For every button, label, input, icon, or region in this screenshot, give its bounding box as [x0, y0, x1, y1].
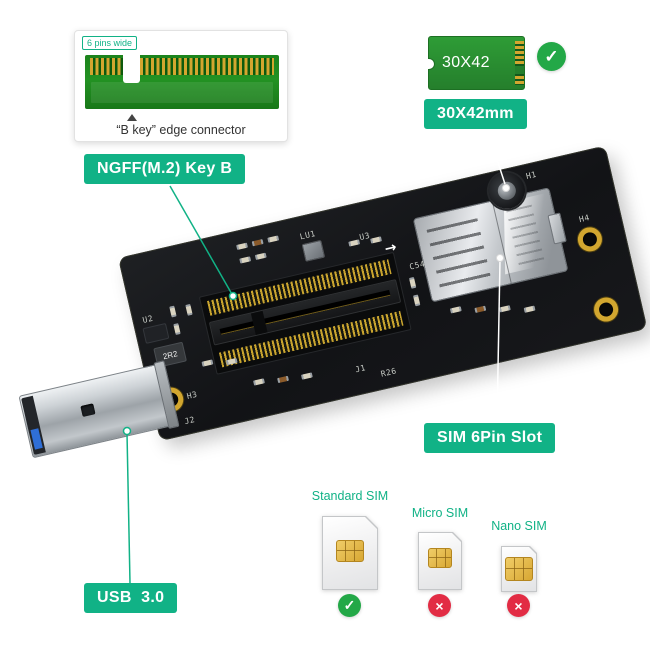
silk-label-lu1: LU1: [298, 229, 317, 242]
sim-contact-slots: [426, 218, 491, 289]
smd-component: [251, 239, 264, 247]
smd-component: [185, 303, 193, 316]
sim-slot-badge: SIM 6Pin Slot: [424, 423, 556, 453]
smd-component: [254, 252, 267, 261]
sim-insert-arrow: →: [383, 239, 399, 258]
smd-component: [408, 276, 417, 289]
usb-badge: USB 3.0: [84, 583, 178, 613]
edge-pins-left-group: [90, 58, 123, 75]
silk-label-h1: H1: [525, 169, 538, 181]
nano-sim-cross-icon: ×: [507, 594, 530, 617]
silk-label-h4: H4: [578, 212, 591, 225]
silk-label-j1: J1: [354, 363, 367, 375]
adapter-board-pcb: U3 H1 H4 H3 J1 J2 U2 C54 R26 LU1 → 2R2: [18, 145, 648, 459]
silk-label-u3: U3: [358, 230, 371, 243]
nano-sim-label: Nano SIM: [491, 519, 547, 533]
smd-component: [474, 305, 487, 313]
sim-chip: [336, 540, 364, 562]
sim-card-slot: [412, 187, 569, 303]
m2-pin-key-notch: [515, 66, 524, 74]
mounting-hole: [591, 295, 621, 324]
smd-component: [236, 242, 248, 250]
silk-label-h3: H3: [185, 389, 199, 401]
usb-connector: [18, 360, 180, 459]
smd-component: [348, 239, 361, 247]
notch-pointer-arrow: [127, 114, 137, 121]
sim-chip: [505, 557, 533, 581]
micro-sim-card: [418, 532, 462, 590]
edge-connector-callout-card: 6 pins wide “B key” edge connector: [74, 30, 288, 142]
ngff-key-b-badge: NGFF(M.2) Key B: [84, 154, 246, 184]
smd-component: [239, 256, 252, 264]
standard-sim-label: Standard SIM: [311, 489, 389, 503]
smd-component: [523, 305, 536, 313]
mounting-hole: [575, 224, 605, 254]
silk-label-u2: U2: [141, 313, 155, 325]
micro-sim-label: Micro SIM: [411, 506, 469, 520]
smd-component: [370, 236, 382, 244]
pins-width-tag: 6 pins wide: [82, 36, 138, 50]
size-badge: 30X42mm: [424, 99, 527, 129]
smd-component: [201, 359, 214, 367]
smd-component: [413, 294, 421, 307]
smd-component: [173, 323, 181, 335]
size-check-icon: ✓: [537, 42, 566, 71]
edge-connector-caption: “B key” edge connector: [116, 123, 246, 137]
nano-sim-card: [501, 546, 537, 592]
m2-size-text: 30X42: [442, 54, 490, 71]
silk-label-r26: R26: [379, 366, 398, 379]
smd-component: [169, 305, 177, 318]
smd-component: [498, 305, 511, 313]
usb-leader-line: [126, 432, 131, 584]
smd-component: [267, 235, 280, 243]
sim-chip: [428, 548, 452, 568]
sim-cover-latch: [547, 212, 567, 245]
silk-label-c54: C54: [408, 259, 427, 272]
ic-chip-u2: [142, 322, 170, 344]
edge-pins-right-group: [140, 58, 274, 75]
m2-edge-pins: [515, 41, 524, 85]
m2-key-b-socket: [198, 251, 412, 375]
pcb-inner-band: [91, 82, 273, 103]
standard-sim-check-icon: ✓: [338, 594, 361, 617]
edge-connector-graphic: [85, 53, 279, 109]
smd-component: [253, 378, 265, 386]
standard-sim-card: [322, 516, 378, 590]
b-key-notch: [123, 53, 140, 83]
smd-component: [449, 306, 462, 314]
silk-label-j2: J2: [183, 414, 196, 427]
inductor-lu1: [301, 239, 326, 262]
smd-component: [277, 375, 289, 384]
inductor-2r2-label: 2R2: [161, 348, 179, 361]
m2-module-graphic: 30X42: [428, 36, 525, 90]
micro-sim-cross-icon: ×: [428, 594, 451, 617]
smd-component: [300, 372, 313, 380]
